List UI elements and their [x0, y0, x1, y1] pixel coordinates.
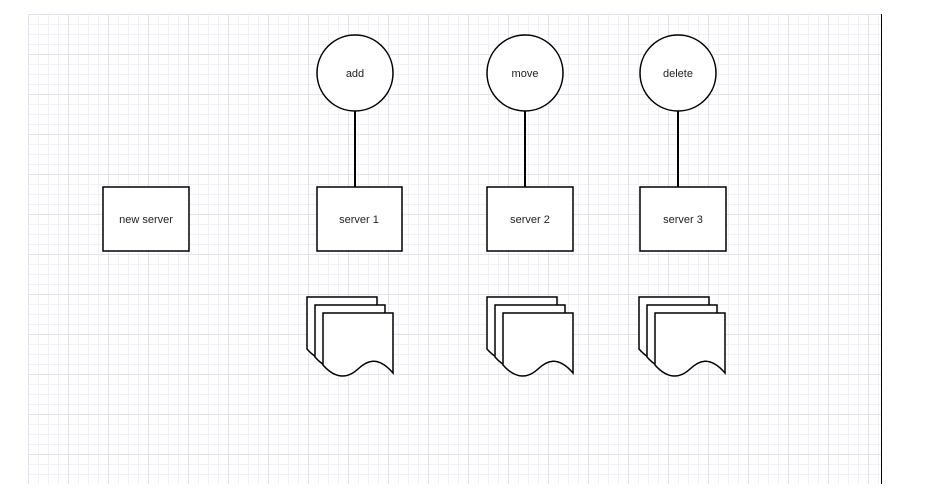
server-1-label: server 1 [339, 214, 379, 226]
operation-delete-label: delete [663, 68, 693, 80]
server-3-label: server 3 [663, 214, 703, 226]
document-stack-server-3[interactable] [638, 296, 726, 377]
server-2-box[interactable]: server 2 [486, 186, 574, 252]
operation-move-label: move [512, 68, 539, 80]
canvas-border [881, 14, 882, 484]
document-stack-server-2[interactable] [486, 296, 574, 377]
operation-add[interactable]: add [316, 34, 394, 112]
operation-add-label: add [346, 68, 364, 80]
diagram-canvas [28, 14, 881, 484]
new-server-box[interactable]: new server [102, 186, 190, 252]
document-stack-server-1[interactable] [306, 296, 394, 377]
operation-delete[interactable]: delete [639, 34, 717, 112]
operation-move[interactable]: move [486, 34, 564, 112]
document-page [654, 312, 726, 377]
document-page [322, 312, 394, 377]
server-1-box[interactable]: server 1 [316, 186, 403, 252]
server-2-label: server 2 [510, 214, 550, 226]
new-server-label: new server [119, 214, 173, 226]
server-3-box[interactable]: server 3 [639, 186, 727, 252]
document-page [502, 312, 574, 377]
